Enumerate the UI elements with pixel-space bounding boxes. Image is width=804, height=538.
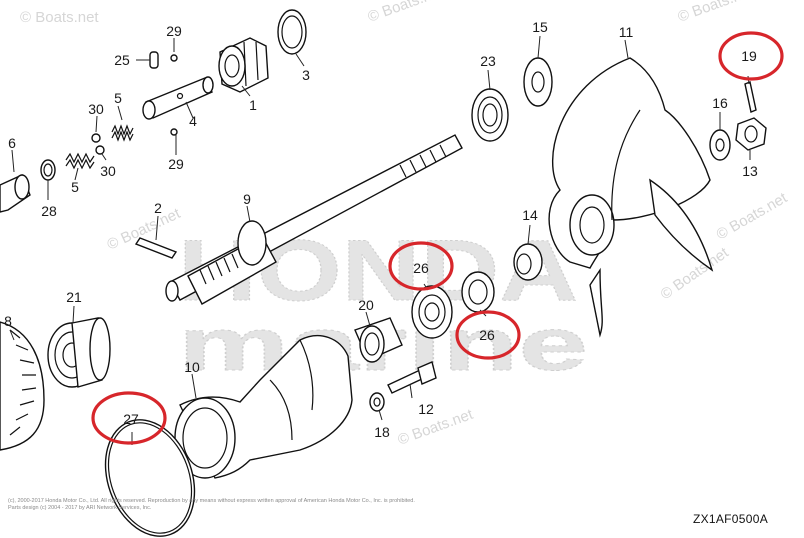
callout-15[interactable]: 15 bbox=[532, 19, 548, 35]
callout-28[interactable]: 28 bbox=[41, 203, 57, 219]
watermark-text: © Boats.net bbox=[714, 189, 791, 243]
part-14-spacer bbox=[513, 243, 543, 281]
callout-10[interactable]: 10 bbox=[184, 359, 200, 375]
copyright-line-2: Parts design (c) 2004 - 2017 by ARI Netw… bbox=[8, 505, 152, 511]
diagram-code: ZX1AF0500A bbox=[692, 512, 768, 526]
part-4-shift-rod bbox=[142, 76, 214, 120]
callout-4[interactable]: 4 bbox=[189, 113, 197, 129]
callout-8[interactable]: 8 bbox=[4, 313, 12, 329]
callout-19[interactable]: 19 bbox=[741, 48, 757, 64]
callout-2[interactable]: 2 bbox=[154, 200, 162, 216]
highlight-ring-26b bbox=[455, 310, 521, 360]
part-27-o-ring bbox=[104, 419, 196, 537]
part-6-shaft-end bbox=[0, 174, 31, 213]
callout-30a[interactable]: 30 bbox=[88, 101, 104, 117]
part-28-clip bbox=[40, 159, 56, 181]
callout-26b[interactable]: 26 bbox=[479, 327, 495, 343]
part-26-seal-upper bbox=[411, 285, 453, 339]
part-1-clutch bbox=[218, 37, 269, 93]
part-5-spring-right bbox=[111, 124, 134, 142]
callout-30b[interactable]: 30 bbox=[100, 163, 116, 179]
callout-20[interactable]: 20 bbox=[358, 297, 374, 313]
callout-29b[interactable]: 29 bbox=[168, 156, 184, 172]
part-21-bearing bbox=[471, 88, 509, 142]
part-30-ball-lower bbox=[95, 145, 105, 155]
callout-5b[interactable]: 5 bbox=[114, 90, 122, 106]
watermark-text: © Boats.net bbox=[676, 0, 756, 26]
part-29-pin-upper bbox=[170, 54, 178, 62]
highlight-ring-19 bbox=[718, 31, 784, 81]
part-18-washer bbox=[369, 392, 385, 412]
part-13-nut bbox=[735, 117, 767, 151]
highlight-ring-26a bbox=[388, 241, 454, 291]
watermark-text: © Boats.net bbox=[366, 0, 446, 26]
callout-23[interactable]: 21 bbox=[66, 289, 82, 305]
callout-27[interactable]: 27 bbox=[123, 411, 139, 427]
callout-11[interactable]: 11 bbox=[619, 24, 634, 40]
callout-3[interactable]: 3 bbox=[302, 67, 310, 83]
part-2-key bbox=[134, 237, 178, 259]
callout-5a[interactable]: 5 bbox=[71, 179, 79, 195]
part-19-cotter-pin bbox=[744, 81, 757, 113]
part-9-propeller-shaft bbox=[165, 134, 463, 305]
part-8-bevel-gear bbox=[0, 321, 45, 451]
callout-14[interactable]: 14 bbox=[522, 207, 538, 223]
callout-25[interactable]: 25 bbox=[114, 52, 130, 68]
copyright-notice: (c), 2000-2017 Honda Motor Co., Ltd. All… bbox=[8, 498, 648, 512]
part-26-seal-lower bbox=[461, 271, 495, 313]
callout-9[interactable]: 9 bbox=[243, 191, 251, 207]
part-10-gear-housing bbox=[174, 335, 353, 479]
part-5-spring-left bbox=[65, 152, 95, 170]
callout-1[interactable]: 1 bbox=[249, 97, 257, 113]
watermark-text: © Boats.net bbox=[396, 406, 476, 449]
part-25-pin bbox=[149, 51, 159, 69]
callout-26a[interactable]: 26 bbox=[413, 260, 429, 276]
highlight-ring-27 bbox=[91, 391, 167, 445]
part-11-propeller bbox=[548, 57, 714, 338]
parts-drawing bbox=[0, 9, 767, 537]
highlight-rings bbox=[91, 31, 784, 445]
callout-21[interactable]: 23 bbox=[480, 53, 496, 69]
callout-6[interactable]: 6 bbox=[8, 135, 16, 151]
part-29-pin-lower bbox=[170, 128, 178, 136]
copyright-line-1: (c), 2000-2017 Honda Motor Co., Ltd. All… bbox=[8, 498, 415, 504]
callout-13[interactable]: 13 bbox=[742, 163, 758, 179]
part-30-ball-upper bbox=[91, 133, 101, 143]
callout-16[interactable]: 16 bbox=[712, 95, 728, 111]
leader-lines bbox=[9, 35, 751, 445]
callout-12[interactable]: 12 bbox=[418, 401, 434, 417]
part-16-washer bbox=[709, 129, 731, 161]
callout-29a[interactable]: 29 bbox=[166, 23, 182, 39]
part-12-bolt bbox=[387, 361, 437, 394]
callout-18[interactable]: 18 bbox=[374, 424, 390, 440]
part-3-ring bbox=[277, 9, 307, 55]
watermark-text: © Boats.net bbox=[20, 9, 99, 26]
callout-labels: 29 25 5 30 30 5 29 4 1 3 6 28 2 9 23 15 … bbox=[4, 19, 758, 440]
part-15-washer bbox=[523, 57, 553, 107]
part-23-bearing bbox=[47, 317, 111, 388]
part-20-needle-bearing bbox=[354, 317, 403, 363]
